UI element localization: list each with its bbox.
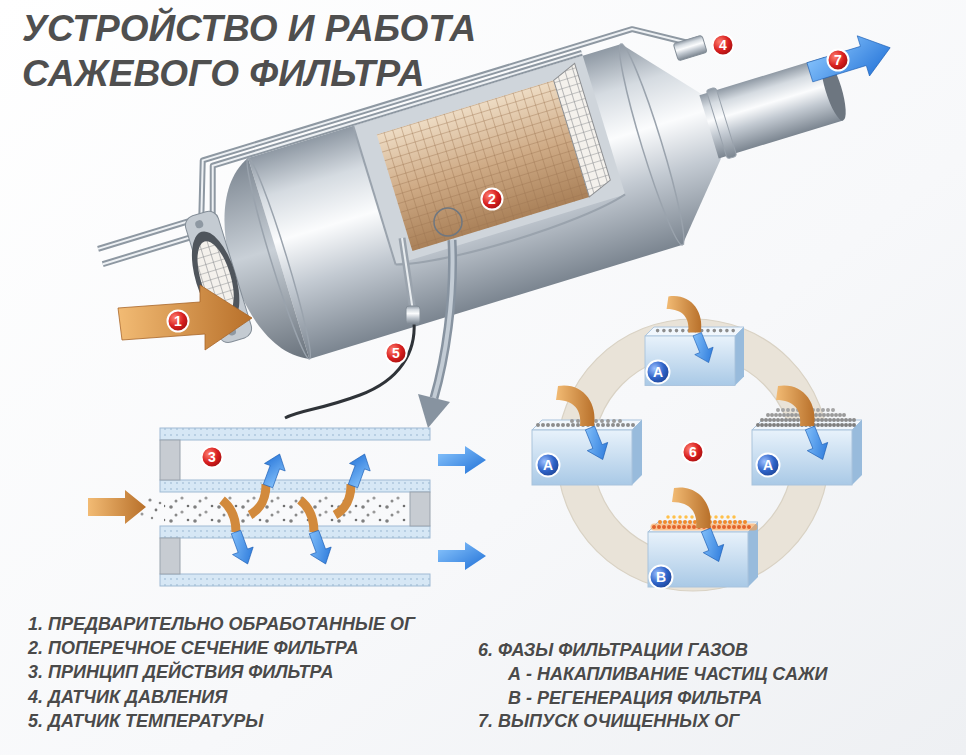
phase-letter-text: A [543,458,553,472]
phase-letter: A [535,452,561,478]
circle-outline [168,311,189,332]
filter-canister [706,87,737,159]
circle-outline [650,566,673,589]
filter-channels [88,490,146,524]
callout-number: 6 [681,440,705,464]
filter-canister [396,194,629,275]
filter-canister [194,219,204,229]
circle-outline [386,343,407,364]
circle-outline [828,50,849,71]
legend-text: В - РЕГЕНЕРАЦИЯ ФИЛЬТРА [508,687,762,709]
filter-channels [438,446,486,474]
filter-channels [160,428,430,440]
legend-text: 4. ДАТЧИК ДАВЛЕНИЯ [28,686,227,708]
filter-channels [300,500,314,532]
filter-channels [155,509,158,512]
legend-text: 3. ПРИНЦИП ДЕЙСТВИЯ ФИЛЬТРА [28,661,333,683]
filter-channels [335,484,351,515]
callout-number: 5 [384,341,408,365]
phase-cycle [645,296,744,386]
phase-cycle [572,419,622,423]
filter-channels [343,450,375,489]
callout-number: 1 [166,309,190,333]
filter-channels [151,517,153,519]
phase-cycle [672,487,729,565]
filter-canister [551,63,614,197]
filter-channels [148,498,151,501]
phase-letter-text: B [656,570,666,584]
filter-channels [160,574,430,586]
callout-text: 7 [834,53,842,67]
phase-cycle [667,296,718,366]
legend-text: А - НАКАПЛИВАНИЕ ЧАСТИЦ САЖИ [508,663,828,685]
phase-cycle [532,296,862,591]
inlet-arrow [118,285,252,350]
callout-text: 2 [488,192,496,206]
filter-canister [353,126,395,265]
filter-channels [258,450,290,489]
filter-channels [250,484,266,515]
callout-text: 4 [719,38,727,52]
filter-channels [226,528,258,567]
diagram-title: УСТРОЙСТВО И РАБОТА САЖЕВОГО ФИЛЬТРА [22,6,542,96]
filter-channels [160,480,430,492]
filter-canister [611,41,692,248]
callout-number: 7 [826,48,850,72]
phase-letter-text: A [763,458,773,472]
filter-channels [438,542,486,570]
phase-cycle [556,385,613,463]
circle-outline [482,189,503,210]
phase-letter: A [755,452,781,478]
circle-outline [757,454,780,477]
filter-channels [160,440,180,480]
legend-text: 6. ФАЗЫ ФИЛЬТРАЦИИ ГАЗОВ [478,639,748,661]
filter-channels [88,428,486,586]
circle-outline [202,447,223,468]
detail-arrow [418,240,453,428]
detail-arrow [434,240,453,398]
filter-channels [222,500,236,532]
filter-channels [164,495,408,523]
callout-text: 5 [392,346,400,360]
temperature-sensor [285,238,420,418]
callout-number: 3 [200,445,224,469]
callout-number: 2 [480,187,504,211]
temperature-sensor [285,322,414,418]
phase-letter-text: A [653,365,663,379]
callout-number: 4 [711,33,735,57]
callout-text: 3 [208,450,216,464]
callout-text: 1 [174,314,182,328]
temperature-sensor [406,306,420,324]
filter-channels [141,513,144,516]
circle-outline [647,361,670,384]
filter-canister [673,35,707,61]
legend-text: 7. ВЫПУСК ОЧИЩЕННЫХ ОГ [478,710,739,732]
legend-text: 2. ПОПЕРЕЧНОЕ СЕЧЕНИЕ ФИЛЬТРА [28,637,359,659]
detail-arrow [434,240,453,398]
outlet-arrow [804,28,897,93]
circle-outline [683,442,704,463]
filter-channels [160,526,430,538]
phase-cycle [648,487,758,587]
phase-cycle [752,385,862,485]
phase-letter: B [648,564,674,590]
phase-letter: A [645,359,671,385]
filter-channels [410,492,430,526]
circle-outline [537,454,560,477]
legend-text: 5. ДАТЧИК ТЕМПЕРАТУРЫ [28,710,263,732]
outlet-arrow [804,28,897,93]
callout-text: 6 [689,445,697,459]
phase-cycle [532,385,642,485]
filter-channels [159,502,162,505]
phase-cycle [776,385,833,463]
detail-arrow [418,394,450,428]
legend-text: 1. ПРЕДВАРИТЕЛЬНО ОБРАБОТАННЫЕ ОГ [28,613,415,635]
filter-channels [160,538,180,574]
detail-circle [434,208,462,236]
filter-channels [304,528,336,567]
circle-outline [713,35,734,56]
